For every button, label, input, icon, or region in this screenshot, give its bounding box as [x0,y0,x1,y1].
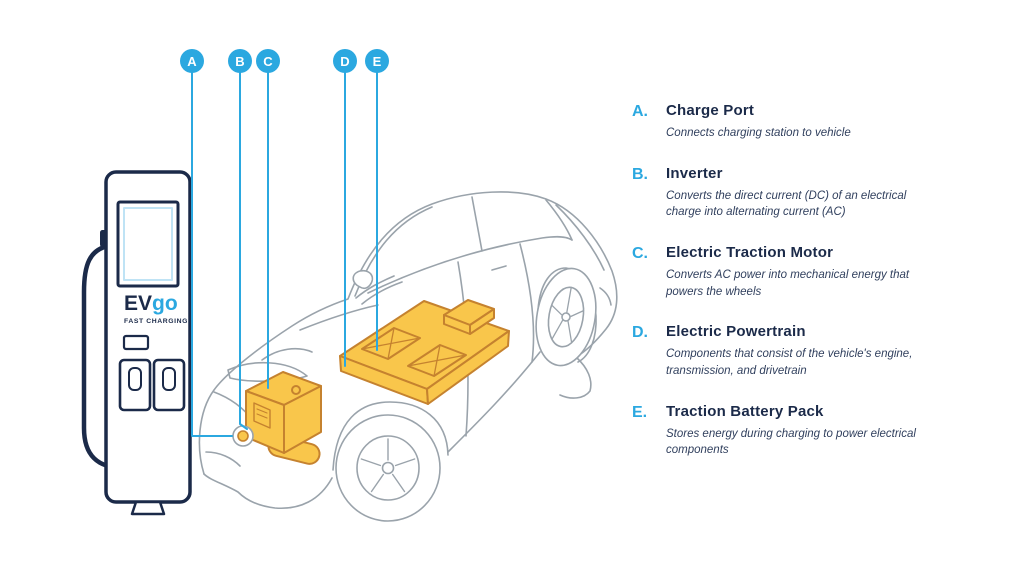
inverter-motor-assembly [245,371,322,465]
car-headlight [227,361,308,382]
legend-description: Stores energy during charging to power e… [666,427,916,457]
legend-title: Electric Powertrain [666,323,806,341]
ev-components [245,299,510,465]
station-bay-left-slot [128,367,142,391]
legend-title: Traction Battery Pack [666,402,824,420]
legend-description: Components that consist of the vehicle's… [666,348,913,378]
car-body [198,191,618,475]
legend-item-electric-traction-motor: C. Electric Traction Motor Converts AC p… [632,244,934,300]
legend-title: Inverter [666,164,723,182]
station-screen [116,200,180,288]
svg-text:E: E [373,54,382,69]
legend-item-inverter: B. Inverter Converts the direct current … [632,165,934,221]
legend-description: Connects charging station to vehicle [666,127,851,139]
svg-text:B: B [235,54,244,69]
station-bay-right-slot [162,367,176,391]
car-wiper-1 [355,275,395,299]
marker-badge-a: A [180,49,204,73]
legend-description: Converts AC power into mechanical energy… [666,269,910,298]
legend-letter: A. [632,103,648,120]
car-hood-crease [299,304,379,331]
traction-battery-pack [339,299,510,405]
car-sill [447,351,541,453]
marker-badges: A B C D E [180,49,389,73]
car-outline [198,191,618,522]
legend-letter: D. [632,324,648,342]
legend-item-electric-powertrain: D. Electric Powertrain Components that c… [632,323,934,379]
car-rear-door-seam [519,243,535,363]
legend-description: Converts the direct current (DC) of an e… [666,189,907,219]
legend: A. Charge Port Connects charging station… [632,102,934,459]
car-wiper-2 [361,281,403,305]
car-front-arch [332,401,449,471]
legend-letter: E. [632,403,648,421]
svg-text:D: D [340,54,349,69]
car-rear-bumper [559,356,592,399]
legend-title: Electric Traction Motor [666,244,834,262]
marker-badge-b: B [228,49,252,73]
svg-text:A: A [187,54,197,69]
legend-item-charge-port: A. Charge Port Connects charging station… [632,102,934,142]
marker-badge-d: D [333,49,357,73]
legend-item-traction-battery-pack: E. Traction Battery Pack Stores energy d… [632,403,934,459]
station-base [130,500,166,516]
station-screen-inner [123,207,173,281]
legend-title: Charge Port [666,102,755,119]
svg-text:C: C [263,54,273,69]
callout-line-a [191,72,233,437]
marker-badge-c: C [256,49,280,73]
car-far-wheel-arch [261,347,313,361]
charging-station: EVgo FAST CHARGING [81,170,192,516]
car-rear-wheel [535,267,597,367]
car-front-bumper [203,473,333,510]
charge-port [232,425,254,447]
car-beltline [367,235,573,294]
legend-letter: B. [632,165,648,183]
car-rear-glass [555,204,605,271]
marker-badge-e: E [365,49,389,73]
station-card-slot [122,334,150,351]
car-b-pillar [471,196,483,252]
station-tagline: FAST CHARGING [124,318,188,325]
legend-letter: C. [632,245,648,263]
evgo-logo: EVgo [124,292,178,315]
car-lower-crease [205,451,241,467]
car-side-mirror [352,269,374,290]
car-c-pillar [545,199,573,241]
callout-line-b [239,72,248,430]
car-front-wheel [335,414,441,522]
car-door-handle [491,265,507,271]
callout-lines [191,72,378,437]
car-taillight [599,287,612,306]
